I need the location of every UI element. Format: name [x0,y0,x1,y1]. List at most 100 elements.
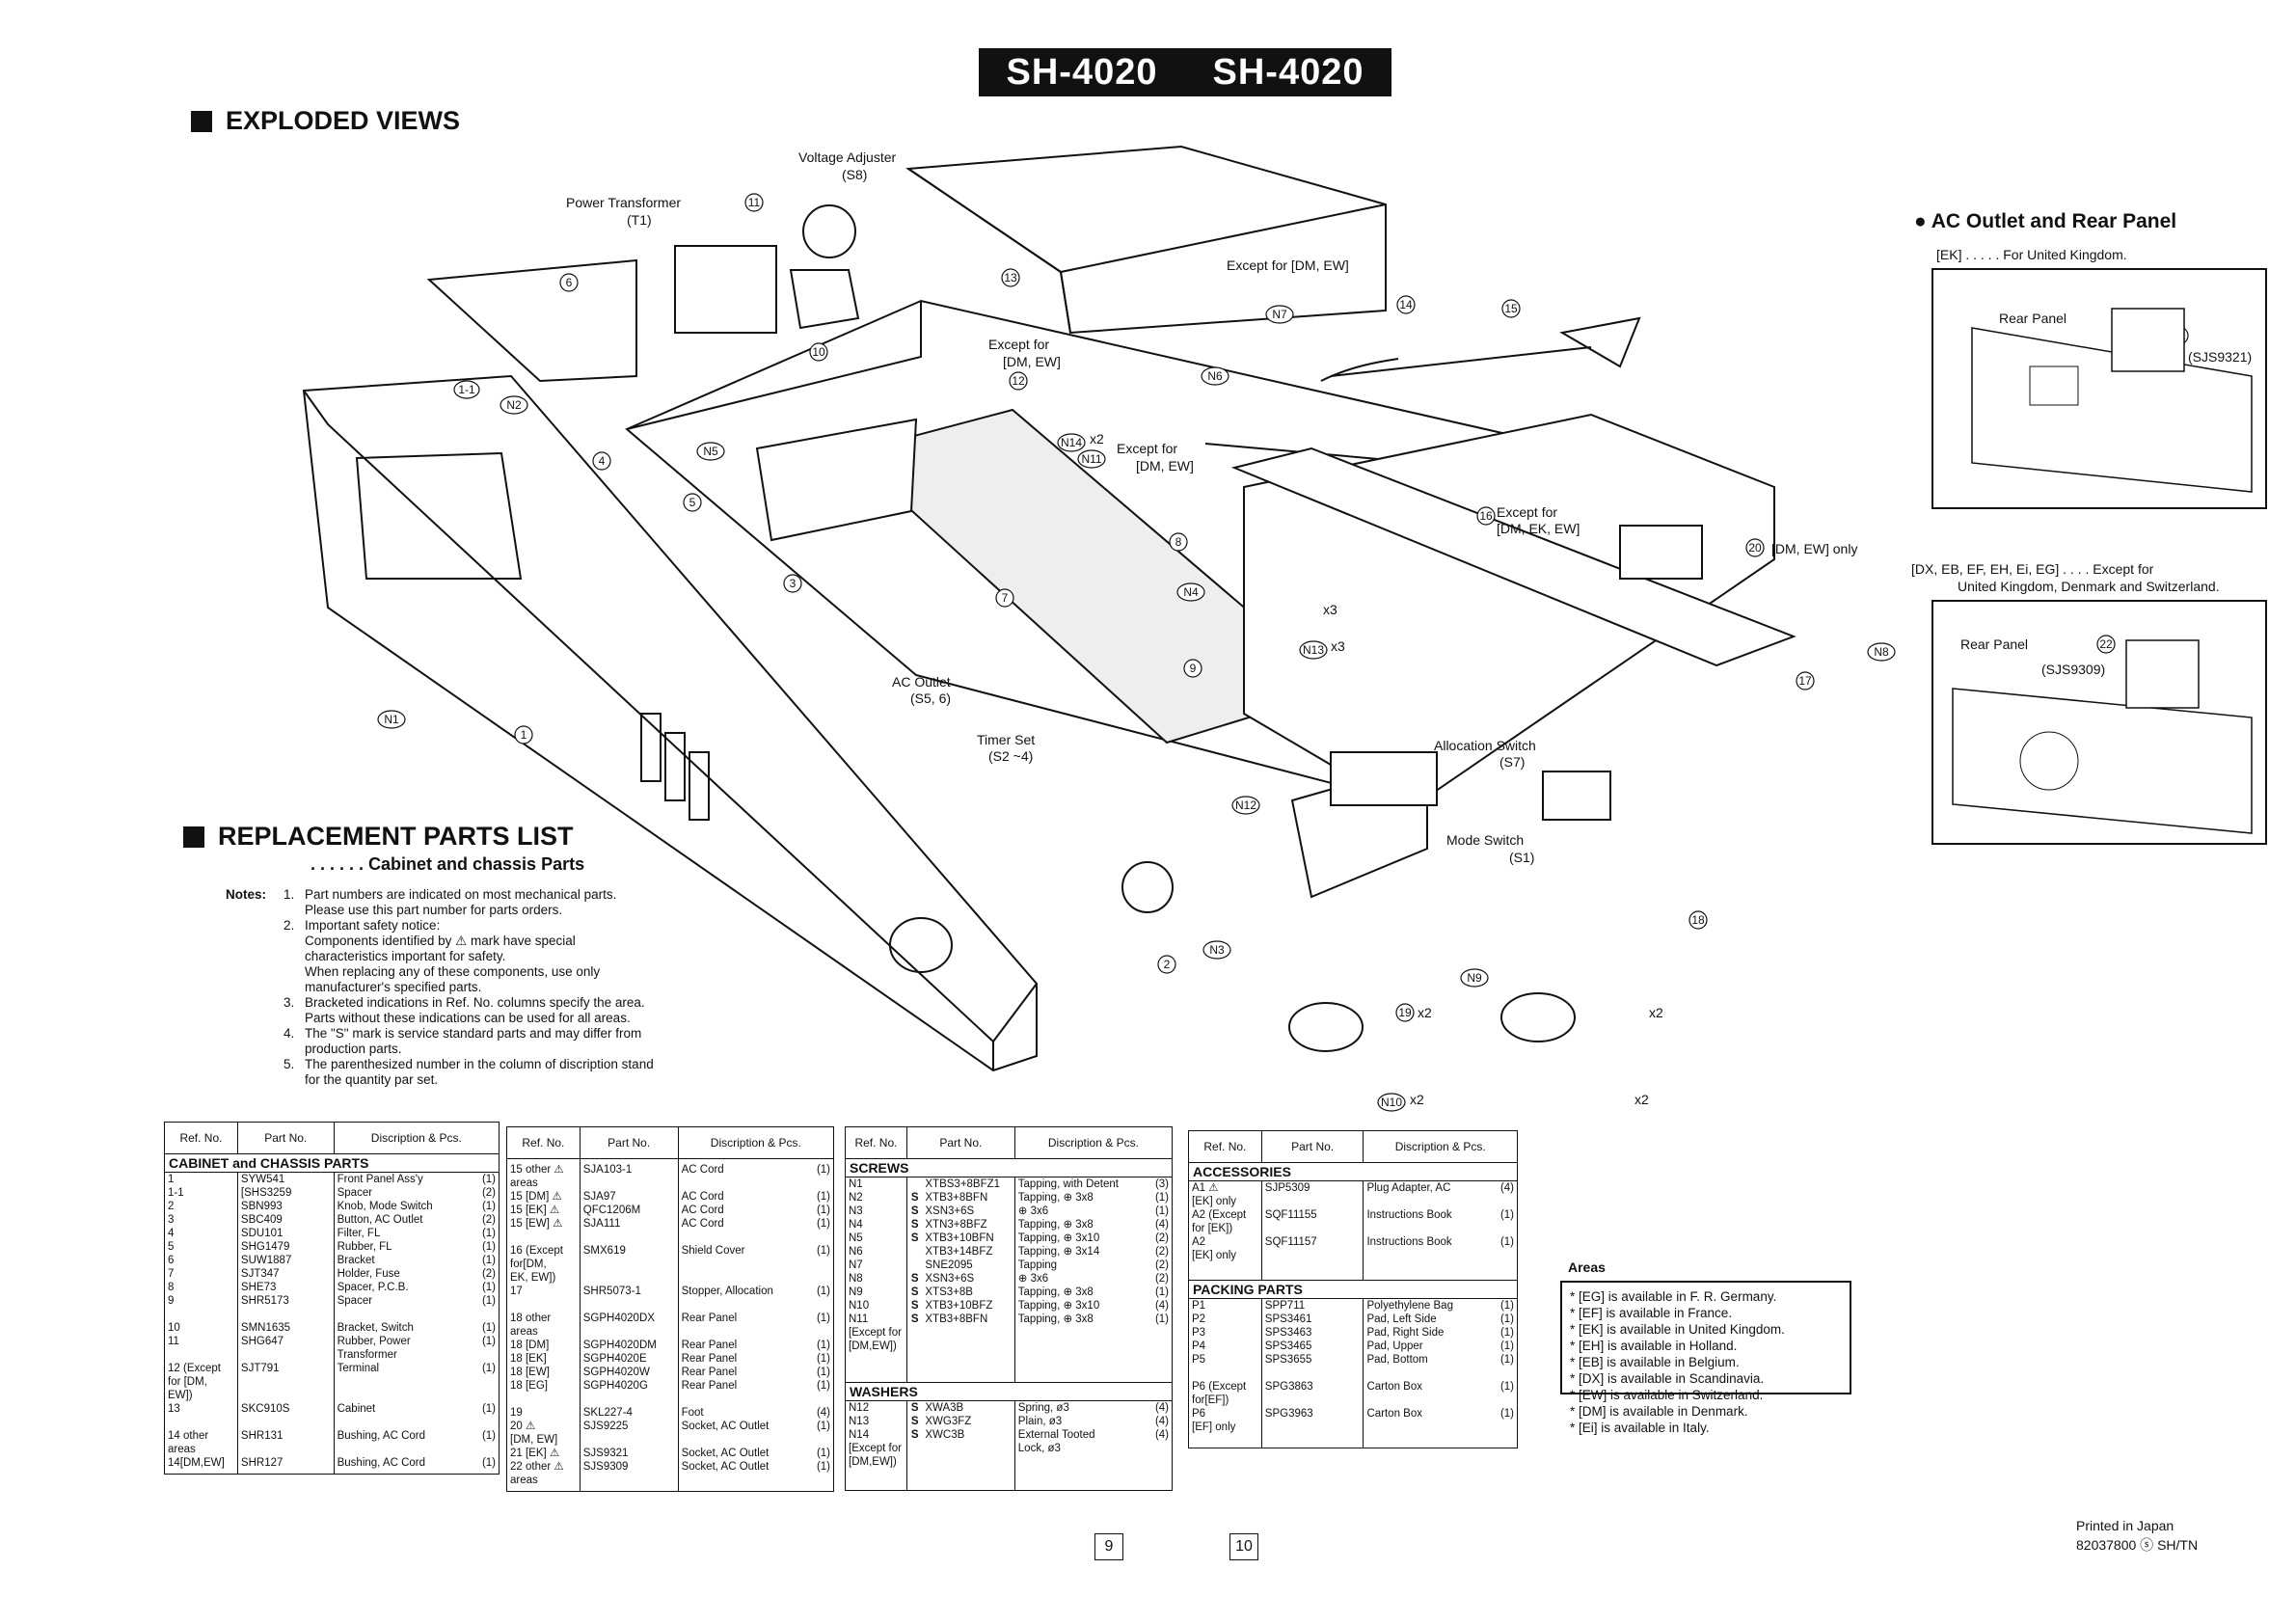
svg-text:N8: N8 [1874,645,1889,659]
svg-text:(T1): (T1) [627,212,652,228]
note-item: 2.Important safety notice: Components id… [284,918,601,994]
except-dm-ew-label: Except for [DM, EW] [1227,257,1349,273]
model-name-right: SH-4020 [1212,51,1364,93]
svg-text:x2: x2 [1410,1092,1424,1107]
svg-text:17: 17 [1798,674,1812,688]
area-item: * [EH] is available in Holland. [1570,1339,1738,1353]
svg-text:N3: N3 [1209,943,1225,957]
svg-text:8: 8 [1175,535,1182,549]
model-banner: SH-4020 SH-4020 [979,48,1391,96]
svg-text:N10: N10 [1381,1096,1402,1109]
parts-table-screws-washers: Ref. No.Part No.Discription & Pcs. SCREW… [845,1126,1174,1491]
page-number-right: 10 [1229,1533,1258,1560]
svg-text:7: 7 [1002,591,1009,605]
svg-text:N6: N6 [1207,369,1223,383]
replacement-parts-heading: REPLACEMENT PARTS LIST [183,822,574,852]
svg-text:1: 1 [521,728,527,742]
svg-text:N12: N12 [1235,798,1256,812]
print-code: 82037800 ⓢ SH/TN [2076,1537,2199,1553]
cabinet-cover [905,145,1387,335]
svg-text:(S8): (S8) [842,167,867,182]
svg-text:[DM, EW] only: [DM, EW] only [1771,541,1857,556]
table-row: A1 ⚠ [EK] only A2 (Except for [EK]) A2 [… [1188,1180,1518,1281]
note-item: 3.Bracketed indications in Ref. No. colu… [284,995,645,1025]
printed-in: Printed in Japan [2076,1518,2174,1533]
svg-text:x3: x3 [1331,638,1345,654]
svg-text:N7: N7 [1272,308,1287,321]
svg-text:1-1: 1-1 [458,383,475,396]
svg-text:19: 19 [1398,1006,1412,1019]
areas-title: Areas [1568,1259,1606,1275]
ac-outlet-label: AC Outlet [892,674,951,690]
section-packing: PACKING PARTS [1188,1280,1518,1299]
svg-text:15: 15 [1504,302,1518,315]
ref-circle: 1 [514,725,533,744]
replacement-subtitle: . . . . . . Cabinet and chassis Parts [311,854,585,874]
svg-text:3: 3 [790,577,797,590]
svg-text:2: 2 [1164,958,1171,971]
area-item: * [EF] is available in France. [1570,1306,1733,1320]
svg-text:x2: x2 [1649,1005,1663,1020]
svg-text:12: 12 [1012,374,1025,388]
note-item: 4.The "S" mark is service standard parts… [284,1026,642,1056]
svg-text:13: 13 [1004,271,1017,284]
svg-text:N11: N11 [1081,452,1101,466]
timer-set-label: Timer Set [977,732,1035,747]
svg-text:N14: N14 [1061,436,1082,449]
notes-label: Notes: [226,887,267,902]
ac-outlet-heading: ● AC Outlet and Rear Panel [1914,210,2177,232]
svg-text:Except for: Except for [1497,504,1557,520]
heading-square-icon [191,110,212,132]
area-item: * [DX] is available in Scandinavia. [1570,1371,1765,1386]
svg-text:(S2 ~4): (S2 ~4) [988,748,1033,764]
svg-text:18: 18 [1691,913,1705,927]
svg-text:4: 4 [599,454,606,468]
ek-detail-box: Rear Panel (SJS9321) [1931,268,2267,509]
section-screws: SCREWS [845,1158,1173,1177]
area-item: * [EG] is available in F. R. Germany. [1570,1289,1777,1304]
parts-table-accessories-packing: Ref. No.Part No.Discription & Pcs. ACCES… [1188,1130,1518,1448]
svg-text:x2: x2 [1090,431,1104,447]
area-item: * [EK] is available in United Kingdom. [1570,1322,1785,1337]
section-accessories: ACCESSORIES [1188,1162,1518,1181]
power-transformer-label: Power Transformer [566,195,681,210]
svg-text:14: 14 [1399,298,1413,311]
note-item: 5.The parenthesized number in the column… [284,1057,654,1087]
table-row: 19 20 ⚠ [DM, EW] 21 [EK] ⚠ 22 other ⚠ ar… [506,1393,834,1492]
svg-text:6: 6 [566,276,573,289]
svg-text:Except for: Except for [1117,441,1177,456]
allocation-switch-label: Allocation Switch [1434,738,1536,753]
svg-text:x3: x3 [1323,602,1337,617]
page-number-left: 9 [1094,1533,1123,1560]
table-row: N1 N2 N3 N4 N5 N6 N7 N8 N9 N10 N11 [Exce… [845,1177,1173,1383]
parts-table-cabinet: Ref. No.Part No.Discription & Pcs. CABIN… [164,1122,500,1475]
ek-rear-panel-label: Rear Panel [1999,311,2067,326]
svg-text:[DM, EW]: [DM, EW] [1003,354,1061,369]
svg-text:[DM, EK, EW]: [DM, EK, EW] [1497,521,1580,536]
svg-text:22: 22 [2099,637,2113,651]
svg-text:x2: x2 [1418,1005,1432,1020]
svg-text:(S7): (S7) [1499,754,1525,770]
dx-line-2: United Kingdom, Denmark and Switzerland. [1958,579,2220,594]
table-row: P1 P2 P3 P4 P5 P6 (Except for[EF]) P6 [E… [1188,1298,1518,1448]
svg-text:N1: N1 [384,713,399,726]
heading-square-icon [183,826,204,848]
ek-part-label: (SJS9321) [2188,349,2253,365]
svg-text:N9: N9 [1467,971,1482,985]
svg-text:20: 20 [1748,541,1762,555]
areas-box: * [EG] is available in F. R. Germany. * … [1560,1281,1851,1435]
svg-text:N4: N4 [1183,585,1199,599]
dx-line-1: [DX, EB, EF, EH, Ei, EG] . . . . Except … [1911,561,2154,577]
svg-text:11: 11 [748,196,761,209]
svg-text:N2: N2 [506,398,522,412]
svg-text:N13: N13 [1303,643,1324,657]
voltage-adjuster-label: Voltage Adjuster [798,149,897,165]
area-item: * [EB] is available in Belgium. [1570,1355,1740,1369]
area-item: * [DM] is available in Denmark. [1570,1404,1748,1419]
svg-text:Except for: Except for [988,337,1049,352]
